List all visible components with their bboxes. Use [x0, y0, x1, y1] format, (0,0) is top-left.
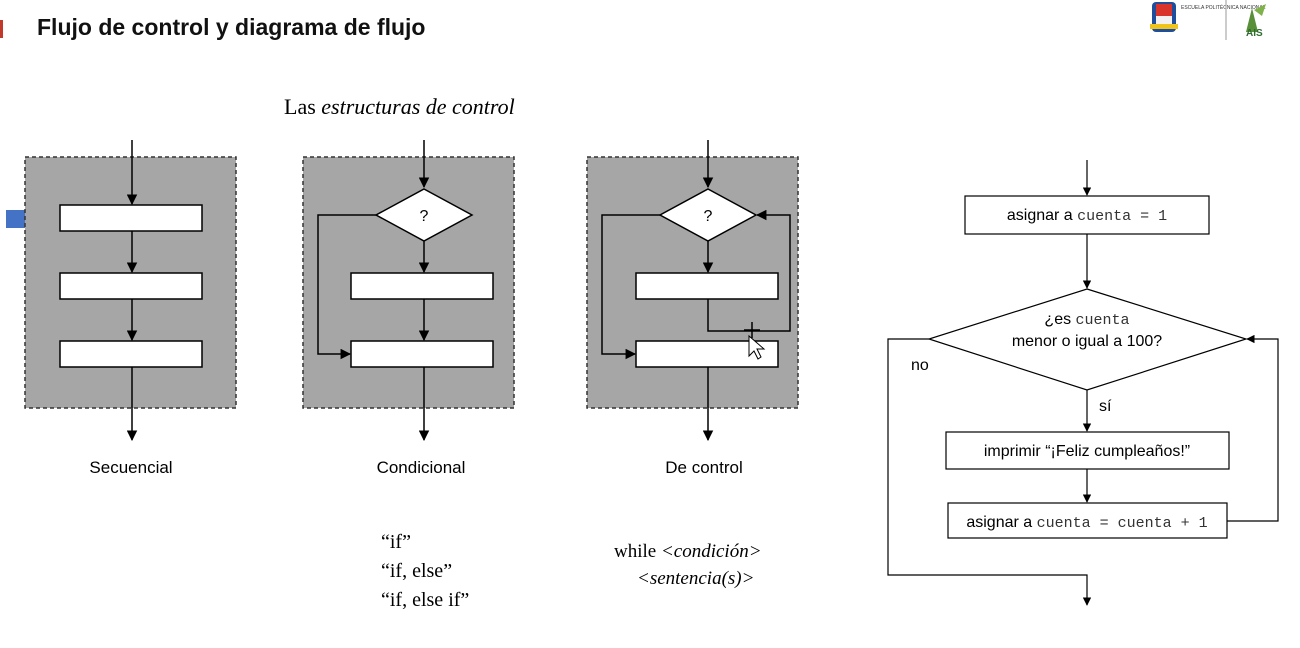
conditional-bypass-line — [317, 214, 376, 360]
print-box — [945, 431, 1230, 470]
subtitle-prefix: Las — [284, 94, 321, 119]
subtitle-emphasis: estructuras de control — [321, 94, 515, 119]
increment-plain: asignar a — [966, 514, 1036, 531]
increment-code: cuenta = cuenta + 1 — [1037, 515, 1208, 532]
institution-logos: ESCUELA POLITÉCNICA NACIONAL AIS — [1150, 0, 1266, 40]
syntax-while-condition: <condición> — [661, 541, 762, 562]
structures-subtitle: Las estructuras de control — [284, 94, 515, 119]
condition-line-1-plain: ¿es — [1044, 311, 1075, 328]
sequential-label: Secuencial — [89, 458, 172, 477]
assign-initial-box — [964, 195, 1210, 235]
condition-line-1: ¿es cuenta — [1044, 311, 1129, 329]
syntax-if-else-if: “if, else if” — [381, 589, 469, 611]
condition-line-1-code: cuenta — [1076, 312, 1130, 329]
loop-syntax: while <condición> <sentencia(s)> — [614, 541, 762, 589]
conditional-diamond-label: ? — [420, 208, 429, 225]
syntax-if: “if” — [381, 531, 411, 553]
assign-initial-plain: asignar a — [1007, 207, 1077, 224]
epn-logo-icon — [1150, 2, 1178, 32]
syntax-while-statements: <sentencia(s)> — [637, 568, 754, 589]
loop-back-connector — [1227, 334, 1279, 522]
conditional-label: Condicional — [377, 458, 466, 477]
conditional-structure: ? Condicional — [302, 140, 515, 477]
sequential-structure: Secuencial — [24, 140, 237, 477]
sequential-step-3 — [59, 340, 203, 368]
loop-back-line — [707, 209, 791, 332]
syntax-while-keyword: while — [614, 541, 661, 562]
conditional-branch-step — [350, 272, 494, 300]
exit-connector — [887, 338, 1092, 606]
loop-diamond-label: ? — [704, 208, 713, 225]
print-box-text: imprimir “¡Feliz cumpleaños!” — [984, 443, 1190, 460]
assign-initial-text: asignar a cuenta = 1 — [1007, 207, 1167, 225]
epn-logo-text: ESCUELA POLITÉCNICA NACIONAL — [1181, 4, 1266, 11]
conditional-merge-step — [350, 340, 494, 368]
conditional-syntax: “if” “if, else” “if, else if” — [381, 531, 469, 611]
title-accent-mark — [0, 20, 3, 38]
birthday-flowchart: asignar a cuenta = 1 ¿es cuenta menor o … — [887, 160, 1279, 606]
increment-text: asignar a cuenta = cuenta + 1 — [966, 514, 1207, 532]
condition-line-2: menor o igual a 100? — [1012, 333, 1162, 350]
sequential-step-1 — [59, 204, 203, 232]
syntax-if-else: “if, else” — [381, 560, 452, 582]
ais-logo-icon — [1246, 4, 1266, 32]
mouse-cursor-icon — [744, 322, 766, 360]
assign-initial-code: cuenta = 1 — [1077, 208, 1167, 225]
page-title: Flujo de control y diagrama de flujo — [37, 14, 426, 40]
loop-structure: ? De control — [586, 140, 799, 477]
loop-exit-line — [601, 214, 660, 360]
syntax-while: while <condición> — [614, 541, 762, 562]
no-branch-label: no — [911, 357, 929, 374]
loop-label: De control — [665, 458, 742, 477]
loop-body-step — [635, 272, 779, 300]
ais-logo-text: AIS — [1246, 28, 1263, 39]
yes-branch-label: sí — [1099, 398, 1112, 415]
sequential-step-2 — [59, 272, 203, 300]
